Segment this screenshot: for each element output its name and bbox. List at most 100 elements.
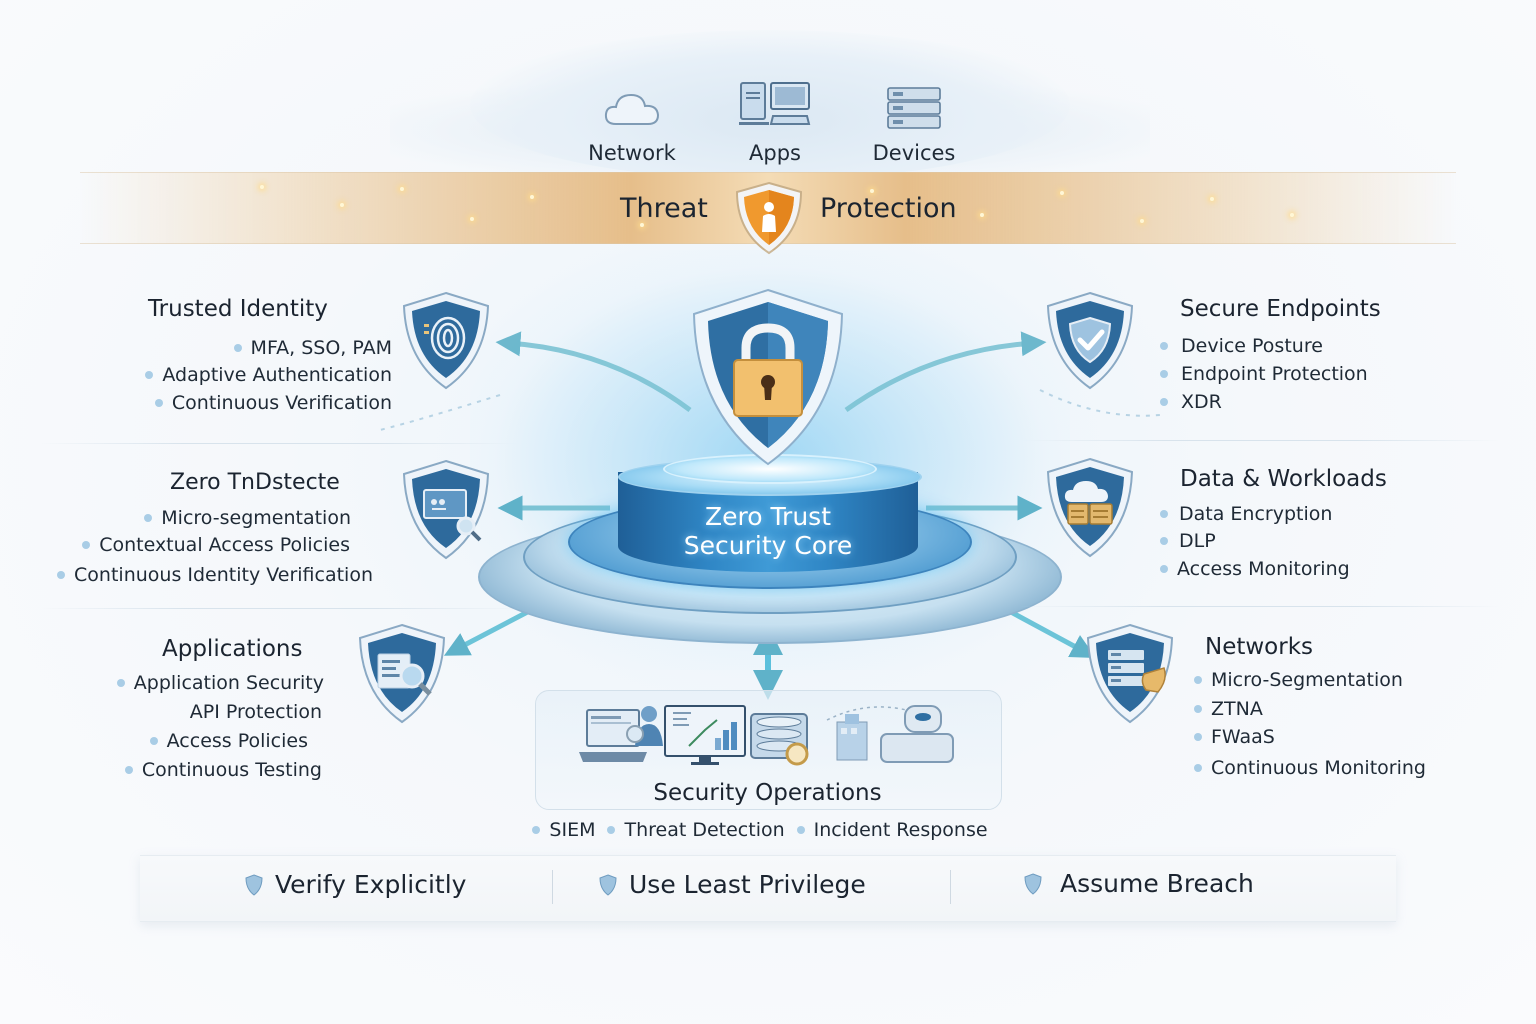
resource-devices: Devices xyxy=(862,86,966,165)
bullet-text: Access Policies xyxy=(166,730,308,752)
bullet-item: API Protection xyxy=(90,701,322,723)
bullet-text: Application Security xyxy=(133,672,324,694)
orange-shield-person-icon xyxy=(735,181,803,255)
bullet-text: Adaptive Authentication xyxy=(162,364,392,386)
bullet-dot xyxy=(532,826,541,834)
bullet-item: Continuous Identity Verification xyxy=(50,564,373,586)
section-title-secure-endpoints: Secure Endpoints xyxy=(1180,296,1381,322)
bullet-text: Continuous Monitoring xyxy=(1211,757,1426,779)
principle-assume-breach: Assume Breach xyxy=(1024,869,1254,898)
core-label-line2: Security Core xyxy=(683,531,853,560)
bullet-item: XDR xyxy=(1160,391,1222,413)
bullet-dot xyxy=(233,344,242,352)
laptop-icon xyxy=(579,709,647,762)
bullet-dot xyxy=(149,737,158,745)
bullet-item: Threat Detection xyxy=(607,819,785,841)
shield-padlock-icon xyxy=(692,288,844,466)
security-operations-title: Security Operations xyxy=(653,780,882,806)
section-divider xyxy=(40,608,520,609)
bullet-dot xyxy=(1194,733,1202,741)
bullet-dot xyxy=(145,371,154,379)
bullet-text: MFA, SSO, PAM xyxy=(250,337,392,359)
bullet-dot xyxy=(796,826,805,834)
bullet-item: ZTNA xyxy=(1194,698,1263,720)
bullet-item: Continuous Monitoring xyxy=(1194,757,1426,779)
bullet-item: Incident Response xyxy=(796,819,988,841)
bullet-text: Continuous Identity Verification xyxy=(74,564,373,586)
bullet-text: Continuous Verification xyxy=(171,392,392,414)
bullet-dot xyxy=(607,826,616,834)
bullet-text: XDR xyxy=(1181,391,1222,413)
bullet-dot xyxy=(154,399,163,407)
bullet-dot xyxy=(1160,342,1168,350)
principle-label: Assume Breach xyxy=(1060,869,1254,898)
bullet-text: Incident Response xyxy=(813,819,988,841)
bullet-item: Access Policies xyxy=(90,730,308,752)
section-title-trusted-identity: Trusted Identity xyxy=(148,296,328,322)
security-operations-items: SIEM Threat Detection Incident Response xyxy=(520,819,1000,841)
bullet-dot xyxy=(1160,370,1168,378)
core-platform: Zero Trust Security Core xyxy=(478,440,1062,644)
section-divider xyxy=(1020,440,1500,441)
bullet-text: Data Encryption xyxy=(1179,503,1333,525)
bullet-text: API Protection xyxy=(189,701,322,723)
resource-apps: Apps xyxy=(724,80,826,165)
section-title-networks: Networks xyxy=(1205,634,1314,660)
bullet-item: Access Monitoring xyxy=(1160,558,1350,580)
core-label-line1: Zero Trust xyxy=(704,502,832,531)
network-firewall-shield-icon xyxy=(1086,623,1174,724)
section-divider xyxy=(40,443,520,444)
bullet-dot xyxy=(1160,510,1168,518)
small-shield-icon xyxy=(245,873,263,896)
principle-label: Verify Explicitly xyxy=(275,870,467,899)
resource-label: Apps xyxy=(749,141,801,165)
principle-least-privilege: Use Least Privilege xyxy=(599,870,866,899)
resource-label: Devices xyxy=(872,141,956,165)
bullet-dot xyxy=(124,766,133,774)
monitor-magnifier-shield-icon xyxy=(402,459,490,560)
protection-label: Protection xyxy=(820,193,957,224)
section-divider xyxy=(1020,606,1500,607)
bullet-dot xyxy=(144,514,153,522)
bullet-dot xyxy=(82,541,91,549)
server-rack-icon xyxy=(887,87,941,129)
bullet-item: Micro-segmentation xyxy=(100,507,351,529)
principle-separator xyxy=(552,870,553,904)
bullet-text: ZTNA xyxy=(1211,698,1263,720)
bullet-text: Continuous Testing xyxy=(141,759,322,781)
bullet-text: FWaaS xyxy=(1211,726,1275,748)
resource-network: Network xyxy=(576,88,688,165)
bullet-item: Data Encryption xyxy=(1160,503,1332,525)
bullet-text: Micro-segmentation xyxy=(161,507,351,529)
bullet-dot xyxy=(1194,676,1202,684)
bullet-item: Contextual Access Policies xyxy=(60,534,350,556)
cloud-data-shield-icon xyxy=(1046,457,1134,558)
principles-bar xyxy=(140,855,1396,922)
document-magnifier-shield-icon xyxy=(358,623,446,724)
bullet-item: SIEM xyxy=(532,819,595,841)
core-label: Zero Trust Security Core xyxy=(618,502,918,560)
bullet-dot xyxy=(1160,565,1168,573)
bullet-dot xyxy=(57,571,66,579)
bullet-dot xyxy=(1194,764,1202,772)
bullet-text: SIEM xyxy=(549,819,596,841)
bullet-text: Endpoint Protection xyxy=(1181,363,1368,385)
bullet-text: Access Monitoring xyxy=(1177,558,1350,580)
bullet-dot xyxy=(1160,398,1168,406)
bullet-item: Application Security xyxy=(90,672,324,694)
resource-label: Network xyxy=(588,141,676,165)
principle-verify-explicitly: Verify Explicitly xyxy=(245,870,466,899)
fingerprint-shield-icon xyxy=(402,291,490,390)
bullet-text: Threat Detection xyxy=(624,819,785,841)
bullet-text: Contextual Access Policies xyxy=(99,534,350,556)
section-title-zero-trust-detect: Zero TnDstecte xyxy=(170,470,340,495)
section-title-applications: Applications xyxy=(162,636,303,662)
bullet-item: Continuous Verification xyxy=(130,392,392,414)
threat-label: Threat xyxy=(620,193,708,224)
bullet-text: Micro-Segmentation xyxy=(1211,669,1403,691)
bullet-item: DLP xyxy=(1160,530,1216,552)
bullet-text: DLP xyxy=(1179,530,1216,552)
bullet-dot xyxy=(116,679,125,687)
bullet-item: Device Posture xyxy=(1160,335,1323,357)
